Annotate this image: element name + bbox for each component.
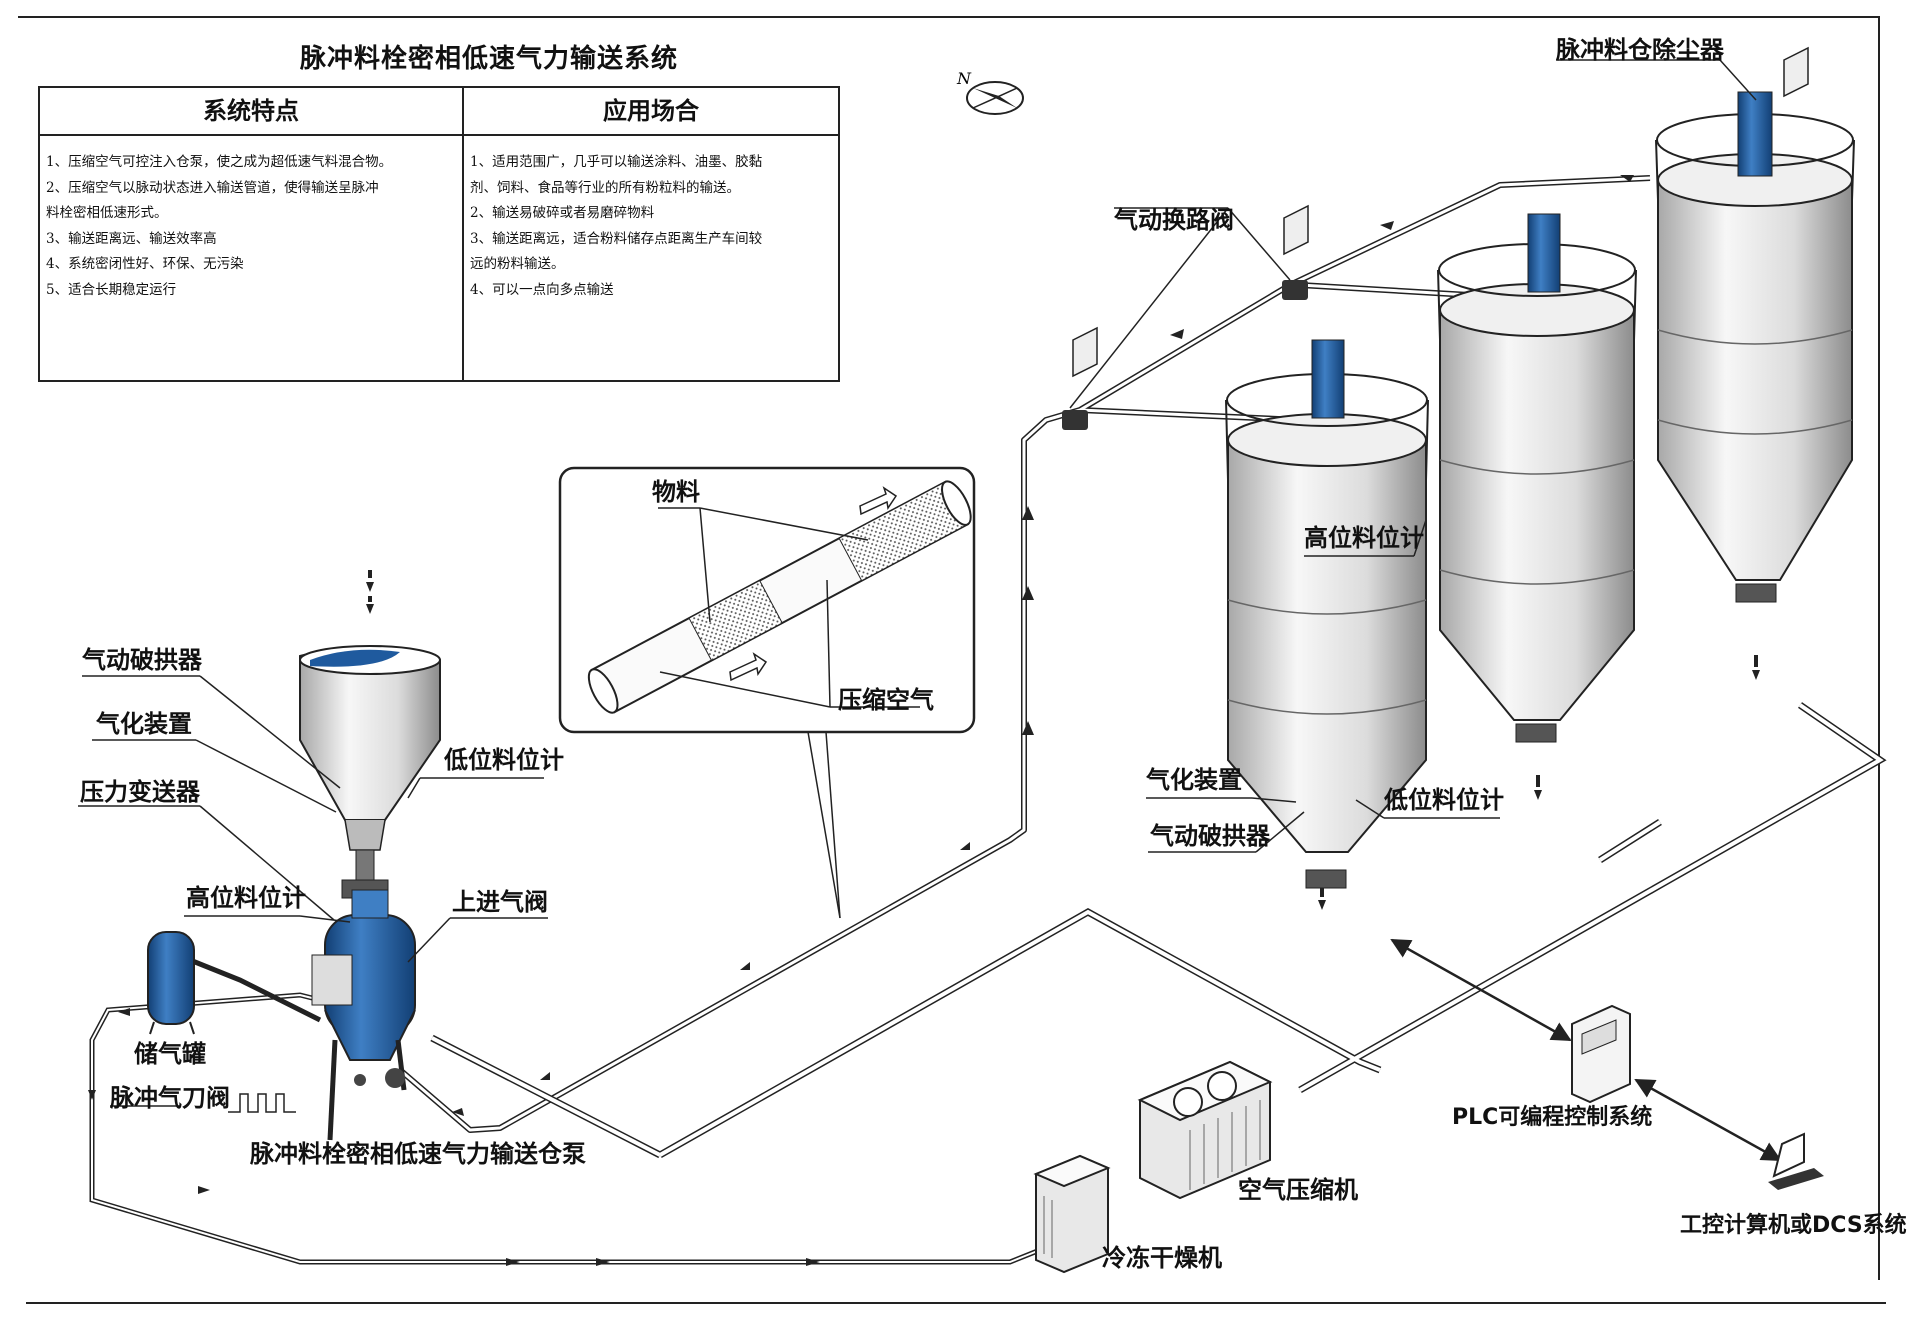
applications-list: 1、适用范围广，几乎可以输送涂料、油墨、胶黏 剂、饲料、食品等行业的所有粉粒料的… <box>464 136 838 303</box>
label-arch-breaker-right: 气动破拱器 <box>1150 822 1270 850</box>
pipe-inset <box>558 466 976 919</box>
compass-label: N <box>956 69 972 88</box>
feature-table: 系统特点 1、压缩空气可控注入仓泵，使之成为超低速气料混合物。 2、压缩空气以脉… <box>38 86 840 382</box>
applications-item: 2、输送易破碎或者易磨碎物料 <box>470 205 655 221</box>
control-links <box>1390 938 1782 1162</box>
label-arch-breaker-left: 气动破拱器 <box>82 646 202 674</box>
plc-cabinet <box>1571 1004 1631 1104</box>
air-tank <box>147 931 195 1035</box>
applications-item: 远的粉料输送。 <box>470 256 565 272</box>
label-upper-inlet-valve: 上进气阀 <box>452 888 548 916</box>
features-item: 3、输送距离远、输送效率高 <box>46 230 217 247</box>
applications-item: 4、可以一点向多点输送 <box>470 281 614 298</box>
drawing-frame <box>18 16 1880 1280</box>
flow-arrow-icon <box>729 652 768 682</box>
features-item: 料栓密相低速形式。 <box>46 205 168 221</box>
air-compressor <box>1137 1060 1273 1200</box>
features-item: 2、压缩空气以脉动状态进入输送管道，使得输送呈脉冲 <box>46 179 379 196</box>
label-pulse-air-knife: 脉冲气刀阀 <box>110 1084 230 1112</box>
discharge-arrows <box>366 570 1760 910</box>
applications-column: 应用场合 1、适用范围广，几乎可以输送涂料、油墨、胶黏 剂、饲料、食品等行业的所… <box>464 88 838 380</box>
computer-icon <box>1768 1132 1824 1190</box>
silo-2 <box>1437 213 1637 743</box>
features-item: 1、压缩空气可控注入仓泵，使之成为超低速气料混合物。 <box>46 154 393 170</box>
features-column: 系统特点 1、压缩空气可控注入仓泵，使之成为超低速气料混合物。 2、压缩空气以脉… <box>40 88 464 380</box>
label-low-level-right: 低位料位计 <box>1384 786 1504 814</box>
label-high-level-right: 高位料位计 <box>1304 524 1424 552</box>
label-plc: PLC可编程控制系统 <box>1452 1105 1653 1130</box>
applications-item: 剂、饲料、食品等行业的所有粉粒料的输送。 <box>470 179 740 196</box>
label-compressor: 空气压缩机 <box>1238 1176 1358 1204</box>
switch-valve-icon <box>1062 280 1308 430</box>
pulse-pump <box>311 889 416 1141</box>
air-supply-loop <box>89 957 1041 1265</box>
label-aerator-right: 气化装置 <box>1146 766 1242 794</box>
label-dryer: 冷冻干燥机 <box>1102 1244 1222 1272</box>
silo-1 <box>1225 339 1429 889</box>
refrigerated-dryer <box>1033 1154 1111 1274</box>
leader-lines <box>78 59 1757 1107</box>
label-aerator-left: 气化装置 <box>96 710 192 738</box>
label-material: 物料 <box>652 478 700 506</box>
label-dcs: 工控计算机或DCS系统 <box>1680 1213 1907 1238</box>
features-item: 5、适合长期稳定运行 <box>46 281 177 298</box>
silo-3 <box>1655 91 1855 603</box>
label-compressed-air: 压缩空气 <box>838 686 934 714</box>
label-dust-collector: 脉冲料仓除尘器 <box>1556 36 1724 64</box>
compass-icon: N <box>956 69 1024 115</box>
features-list: 1、压缩空气可控注入仓泵，使之成为超低速气料混合物。 2、压缩空气以脉动状态进入… <box>40 136 462 303</box>
bottom-rule <box>26 1302 1886 1304</box>
control-box-icon <box>311 954 353 1006</box>
features-item: 4、系统密闭性好、环保、无污染 <box>46 256 244 272</box>
label-pressure-transmitter: 压力变送器 <box>80 778 200 806</box>
switch-valve-control-box <box>1072 46 1809 378</box>
label-low-level-left: 低位料位计 <box>444 746 564 774</box>
applications-item: 3、输送距离远，适合粉料储存点距离生产车间较 <box>470 230 763 247</box>
label-air-tank: 储气罐 <box>134 1040 206 1068</box>
pulse-wave-icon <box>228 1093 296 1113</box>
label-high-level-left: 高位料位计 <box>186 884 306 912</box>
label-pump: 脉冲料栓密相低速气力输送仓泵 <box>250 1140 586 1168</box>
features-header: 系统特点 <box>40 88 462 136</box>
diagram-title: 脉冲料栓密相低速气力输送系统 <box>300 44 679 74</box>
applications-header: 应用场合 <box>464 88 838 136</box>
flow-arrow-icon <box>859 486 898 516</box>
applications-item: 1、适用范围广，几乎可以输送涂料、油墨、胶黏 <box>470 154 763 170</box>
label-switch-valve: 气动换路阀 <box>1114 206 1234 234</box>
